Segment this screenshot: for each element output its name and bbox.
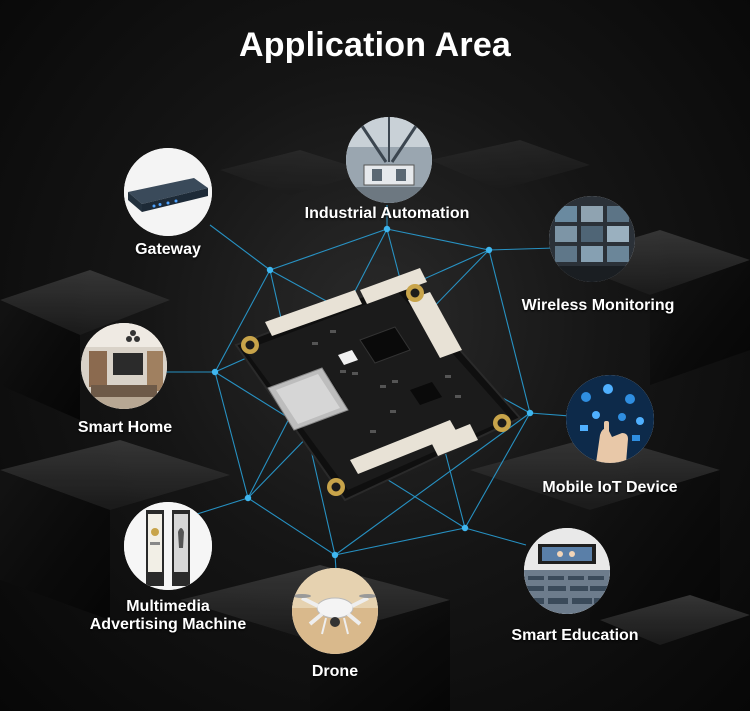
industrial-automation-label: Industrial Automation (304, 205, 470, 222)
monitoring-wall-icon (549, 196, 635, 282)
page-title: Application Area (238, 26, 512, 64)
living-room-icon (81, 323, 167, 409)
kiosk-icon (124, 502, 212, 590)
mobile-iot-device-label: Mobile IoT Device (542, 479, 678, 496)
wireless-monitoring-label: Wireless Monitoring (521, 297, 675, 314)
gateway-icon (124, 148, 212, 236)
touch-hand-icon (566, 375, 654, 463)
drone-icon (292, 568, 378, 654)
industrial-robot-icon (346, 117, 432, 203)
multimedia-label-line1: Multimedia (126, 598, 210, 615)
smart-education-label: Smart Education (511, 627, 639, 644)
pcb-board-image (234, 268, 522, 502)
multimedia-label-line2: Advertising Machine (89, 616, 247, 633)
network-nodes (211, 225, 534, 559)
classroom-icon (524, 528, 610, 614)
smart-home-label: Smart Home (77, 419, 173, 436)
gateway-label: Gateway (135, 241, 201, 258)
multimedia-advertising-machine-label: Multimedia Advertising Machine (78, 598, 258, 634)
drone-label: Drone (311, 663, 359, 680)
